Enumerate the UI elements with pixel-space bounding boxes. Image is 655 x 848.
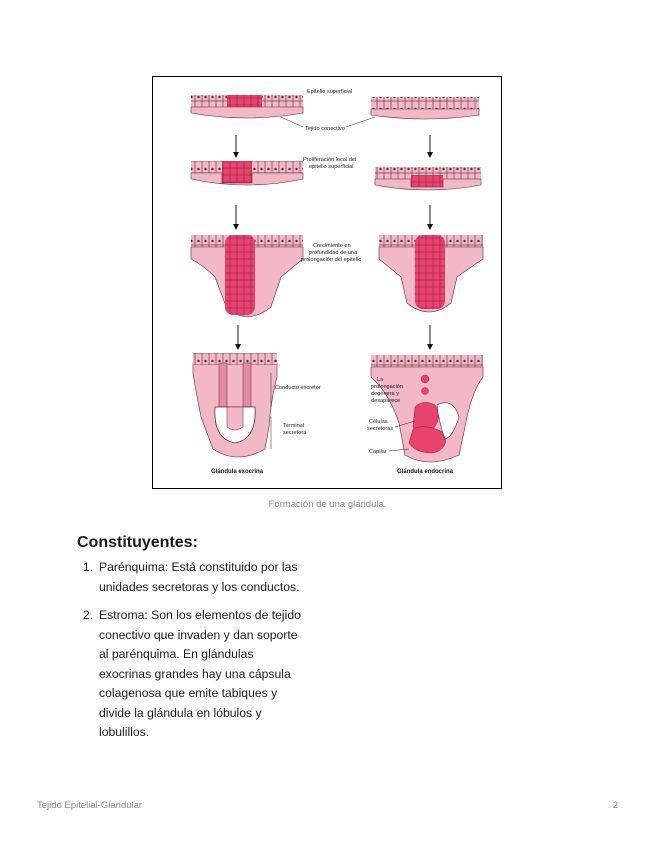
stage2-right (374, 167, 482, 191)
list-item-number: 2. (82, 608, 93, 622)
label-terminal-1: Terminal (283, 423, 304, 429)
label-prolongacion-3: degenera y (371, 391, 399, 397)
label-crecimiento-3: prolongación del epitelio (301, 257, 361, 263)
stage3-right (378, 235, 484, 313)
list-item-line: Parénquima: Está constituido por las (99, 560, 298, 574)
list-item: 1. Parénquima: Está constituido por las … (77, 558, 342, 597)
label-conducto-excretor: Conducto excretor (275, 385, 321, 391)
list-item-line: exocrinas grandes hay una cápsula (99, 666, 291, 681)
label-tejido-conectivo: Tejido conectivo (305, 126, 345, 132)
constituents-list: 1. Parénquima: Está constituido por las … (77, 558, 342, 752)
list-item-line: conectivo que invaden y dan soporte (99, 627, 298, 642)
label-prolongacion-4: desaparece (371, 398, 400, 404)
label-crecimiento-1: Crecimiento en (313, 243, 351, 249)
list-item-text: Parénquima: Está constituido por las uni… (99, 558, 342, 597)
label-epitelio-superficial: Epitelio superficial (307, 89, 352, 95)
endocrine-gland (370, 355, 484, 463)
label-glandula-exocrina: Glándula exocrina (211, 469, 264, 475)
footer-page-number: 2 (612, 800, 618, 811)
stage1-right (370, 97, 480, 120)
list-item-line: unidades secretoras y los conductos. (99, 579, 300, 594)
gland-formation-illustration: Epitelio superficial Tejido conectivo Pr… (190, 89, 484, 475)
label-terminal-2: secretora (283, 430, 307, 436)
stage2-left (190, 161, 304, 186)
list-item-number: 1. (82, 560, 93, 574)
list-item-text: Estroma: Son los elementos de tejido con… (99, 606, 342, 743)
list-item: 2. Estroma: Son los elementos de tejido … (77, 606, 342, 743)
list-item-line: lobulillos. (99, 725, 150, 739)
label-prolongacion-2: prolongación (371, 384, 403, 390)
list-item-line: colagenosa que emite tabiques y (99, 686, 278, 700)
label-glandula-endocrina: Glándula endocrina (397, 469, 454, 475)
list-item-line: Estroma: Son los elementos de tejido (99, 608, 301, 622)
label-celulas-1: Células (369, 419, 388, 425)
stage3-left (190, 235, 304, 317)
label-prolongacion-1: La (377, 377, 384, 383)
footer-document-title: Tejido Epitelial-Glandular (37, 800, 143, 811)
label-proliferacion-1: Proliferación local del (303, 157, 356, 163)
label-capilar: Capilar (369, 449, 387, 455)
label-crecimiento-2: profundidad de una (309, 250, 358, 256)
label-celulas-2: secretoras (367, 426, 393, 432)
label-proliferacion-2: epitelio superficial (309, 164, 353, 170)
list-item-line: al parénquima. En glándulas (99, 647, 254, 661)
list-item-line: divide la glándula en lóbulos y (99, 705, 262, 720)
figure-caption: Formación de una glándula. (268, 499, 387, 510)
exocrine-gland (192, 353, 278, 458)
gland-formation-figure: Epitelio superficial Tejido conectivo Pr… (152, 76, 502, 489)
section-title: Constituyentes: (77, 534, 198, 551)
stage1-left (190, 95, 304, 119)
